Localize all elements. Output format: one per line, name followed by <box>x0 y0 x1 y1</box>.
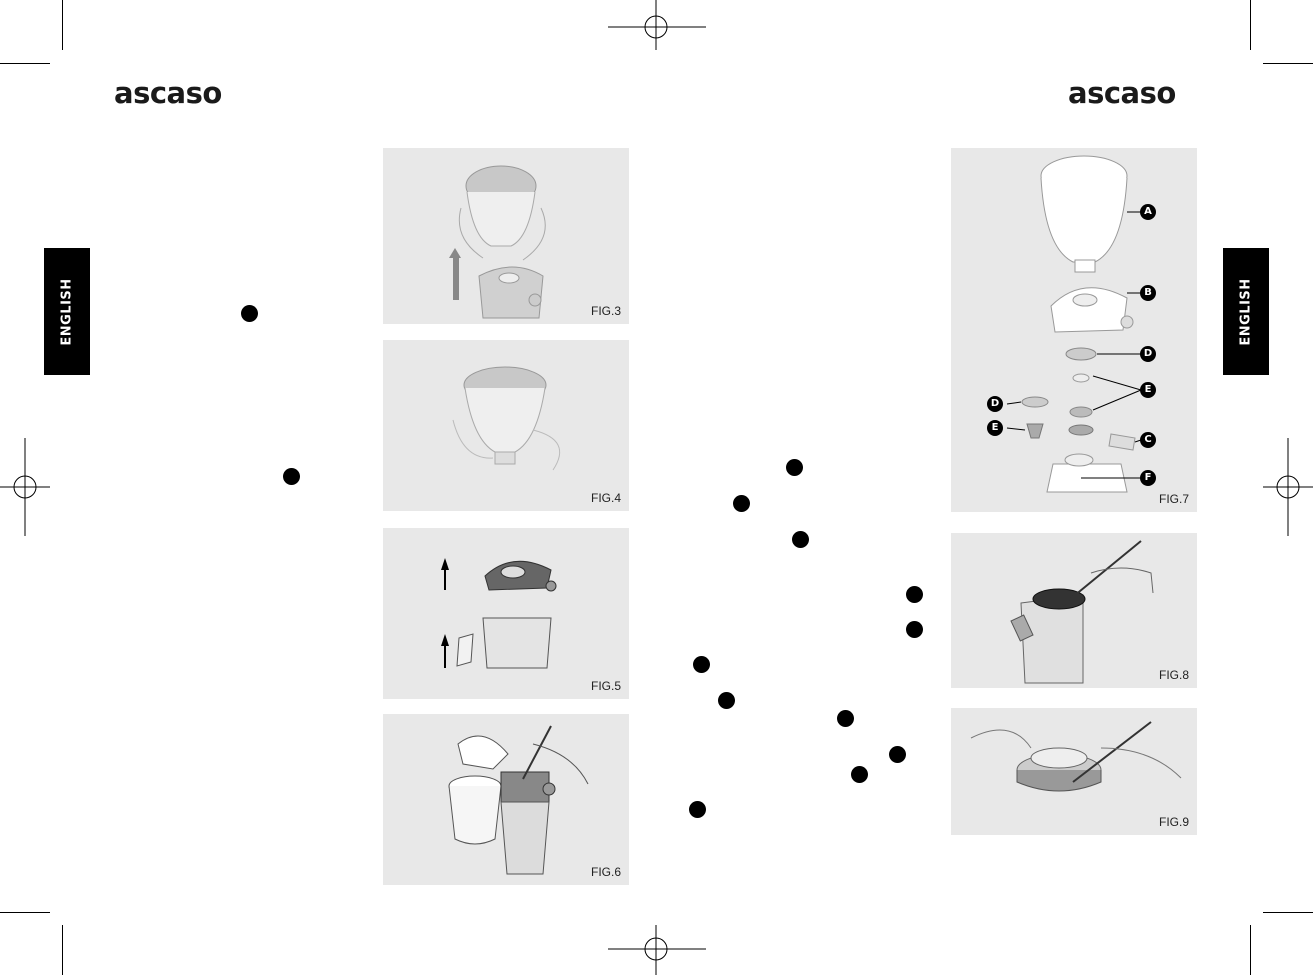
figure-3-caption: FIG.3 <box>590 304 621 318</box>
burr-chamber-cleaning-illustration <box>1010 540 1154 684</box>
figure-5-caption: FIG.5 <box>590 679 621 693</box>
reference-bullet <box>733 495 750 512</box>
reference-bullet <box>906 621 923 638</box>
cover-removal-illustration <box>441 558 557 669</box>
reference-bullet <box>851 766 868 783</box>
figure-9-caption: FIG.9 <box>1158 815 1189 829</box>
grinder-cleaning-illustration <box>448 725 589 875</box>
brand-logo-left: ascaso <box>114 76 222 110</box>
part-label-a: A <box>1140 204 1156 220</box>
part-label-d-left: D <box>987 396 1003 412</box>
figure-6: FIG.6 <box>383 714 629 885</box>
language-tab-label: ENGLISH <box>59 277 75 346</box>
part-label-e: E <box>1140 382 1156 398</box>
reference-bullet <box>792 531 809 548</box>
hopper-cleaning-illustration <box>452 366 561 471</box>
figure-4-caption: FIG.4 <box>590 491 621 505</box>
figure-5: FIG.5 <box>383 528 629 699</box>
burr-cleaning-illustration <box>970 721 1182 792</box>
registration-mark-right <box>1263 438 1313 536</box>
figure-7-caption: FIG.7 <box>1158 492 1189 506</box>
language-tab-left: ENGLISH <box>44 248 90 375</box>
reference-bullet <box>283 468 300 485</box>
part-label-e-left: E <box>987 420 1003 436</box>
language-tab-right: ENGLISH <box>1223 248 1269 375</box>
figure-9: FIG.9 <box>951 708 1197 835</box>
figure-3: FIG.3 <box>383 148 629 324</box>
figure-7: A B D E C F D E FIG.7 <box>951 148 1197 512</box>
figure-8: FIG.8 <box>951 533 1197 688</box>
registration-mark-bottom <box>608 925 706 975</box>
registration-mark-top <box>608 0 706 50</box>
reference-bullet <box>718 692 735 709</box>
part-label-f: F <box>1140 470 1156 486</box>
hopper-removal-illustration <box>449 165 546 319</box>
exploded-view-illustration <box>1006 155 1142 493</box>
reference-bullet <box>906 586 923 603</box>
part-label-d: D <box>1140 346 1156 362</box>
figure-8-caption: FIG.8 <box>1158 668 1189 682</box>
reference-bullet <box>241 305 258 322</box>
figure-4: FIG.4 <box>383 340 629 511</box>
language-tab-label: ENGLISH <box>1238 277 1254 346</box>
reference-bullet <box>693 656 710 673</box>
reference-bullet <box>689 801 706 818</box>
registration-mark-left <box>0 438 50 536</box>
part-label-c: C <box>1140 432 1156 448</box>
figure-6-caption: FIG.6 <box>590 865 621 879</box>
part-label-b: B <box>1140 285 1156 301</box>
reference-bullet <box>786 459 803 476</box>
brand-logo-right: ascaso <box>1068 76 1176 110</box>
reference-bullet <box>889 746 906 763</box>
reference-bullet <box>837 710 854 727</box>
